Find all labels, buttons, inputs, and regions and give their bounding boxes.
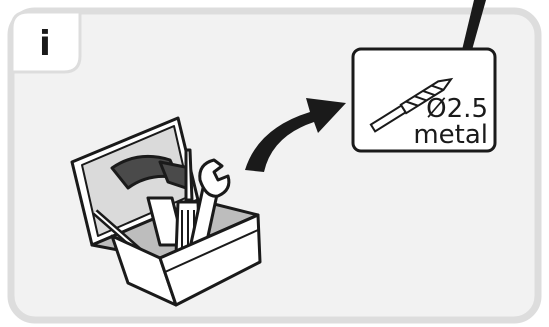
toolbox-front-main <box>158 213 262 307</box>
drill-bit-size-label: Ø2.5 <box>426 94 488 124</box>
curved-arrow-icon <box>245 98 346 172</box>
info-badge: i <box>10 10 82 74</box>
drill-bit-callout: Ø2.5 metal <box>351 47 497 153</box>
info-icon: i <box>39 24 51 64</box>
callout-leader-line <box>462 0 486 50</box>
toolbox-icon <box>70 116 262 307</box>
hammer-icon <box>110 154 192 247</box>
info-badge-box <box>10 10 82 74</box>
drill-bit-icon <box>369 77 454 133</box>
drill-bit-material-label: metal <box>413 120 488 150</box>
